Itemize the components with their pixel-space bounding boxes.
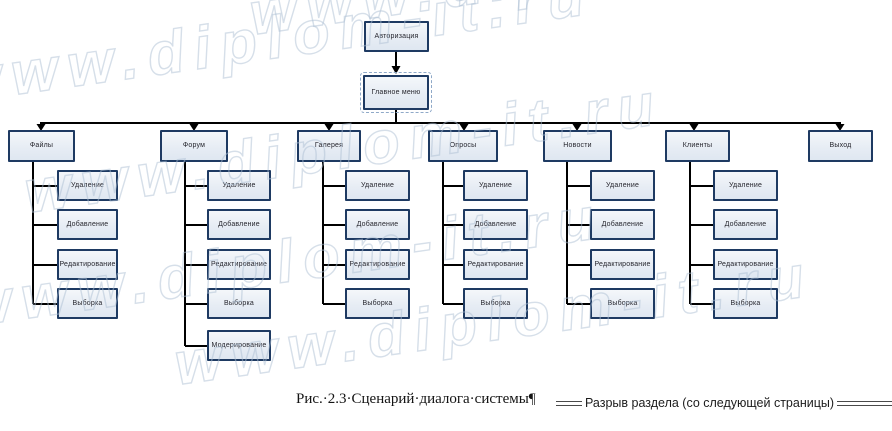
node-gallery-add[interactable]: Добавление	[345, 209, 410, 240]
node-gallery-delete[interactable]: Удаление	[345, 170, 410, 201]
section-break-label: Разрыв раздела (со следующей страницы)	[585, 396, 835, 410]
node-files-edit[interactable]: Редактирование	[57, 249, 118, 280]
node-gallery[interactable]: Галерея	[297, 130, 361, 162]
section-break-line-left	[556, 400, 582, 406]
node-gallery-select[interactable]: Выборка	[345, 288, 410, 319]
node-forum-add[interactable]: Добавление	[207, 209, 271, 240]
node-exit[interactable]: Выход	[808, 130, 873, 162]
node-news[interactable]: Новости	[543, 130, 612, 162]
node-files-delete[interactable]: Удаление	[57, 170, 118, 201]
node-clients-select[interactable]: Выборка	[713, 288, 778, 319]
node-forum-moderate[interactable]: Модерирование	[207, 330, 271, 361]
figure-caption: Рис.·2.3·Сценарий·диалога·системы¶	[296, 391, 536, 407]
node-news-delete[interactable]: Удаление	[590, 170, 655, 201]
node-files[interactable]: Файлы	[8, 130, 75, 162]
node-polls-edit[interactable]: Редактирование	[463, 249, 528, 280]
node-forum[interactable]: Форум	[160, 130, 228, 162]
node-polls-add[interactable]: Добавление	[463, 209, 528, 240]
node-news-edit[interactable]: Редактирование	[590, 249, 655, 280]
node-main-menu[interactable]: Главное меню	[360, 72, 432, 113]
node-polls-select[interactable]: Выборка	[463, 288, 528, 319]
node-clients-edit[interactable]: Редактирование	[713, 249, 778, 280]
node-forum-edit[interactable]: Редактирование	[207, 249, 271, 280]
node-clients-add[interactable]: Добавление	[713, 209, 778, 240]
node-news-add[interactable]: Добавление	[590, 209, 655, 240]
node-clients[interactable]: Клиенты	[665, 130, 730, 162]
node-polls-delete[interactable]: Удаление	[463, 170, 528, 201]
node-authorization[interactable]: Авторизация	[364, 21, 429, 52]
node-files-select[interactable]: Выборка	[57, 288, 118, 319]
node-news-select[interactable]: Выборка	[590, 288, 655, 319]
node-gallery-edit[interactable]: Редактирование	[345, 249, 410, 280]
node-polls[interactable]: Опросы	[428, 130, 498, 162]
section-break-marker: Разрыв раздела (со следующей страницы)	[556, 396, 892, 410]
node-forum-select[interactable]: Выборка	[207, 288, 271, 319]
node-forum-delete[interactable]: Удаление	[207, 170, 271, 201]
section-break-line-right	[837, 400, 892, 406]
node-clients-delete[interactable]: Удаление	[713, 170, 778, 201]
node-files-add[interactable]: Добавление	[57, 209, 118, 240]
